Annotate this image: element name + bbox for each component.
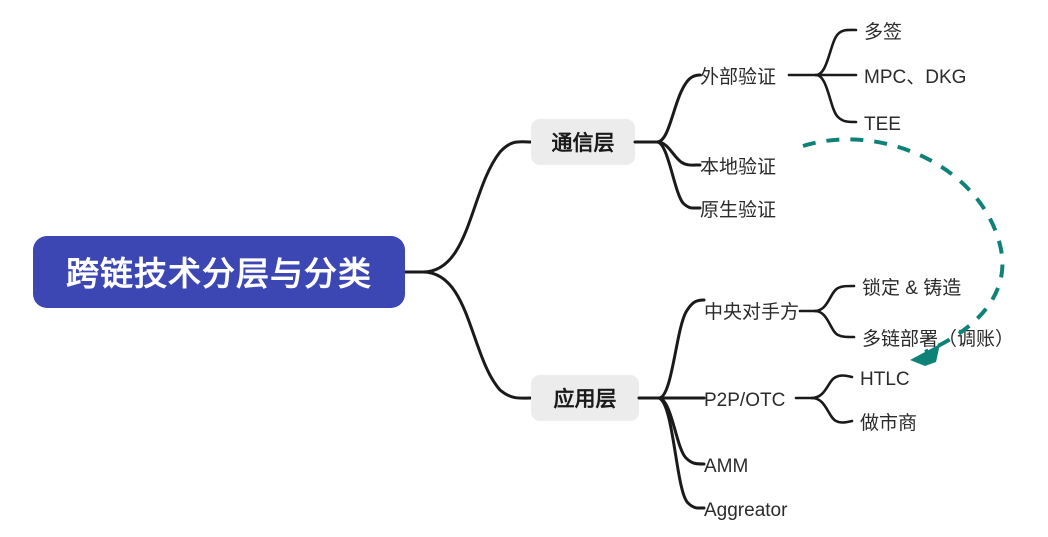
connector-ccp-to-multichain [813,309,856,339]
connector-root-to-comm [421,140,533,274]
communication-layer-connectors [633,73,702,210]
connector-external-to-multisig [814,28,858,77]
node-p2p-otc[interactable]: P2P/OTC [704,390,785,411]
node-mpc-dkg[interactable]: MPC、DKG [864,67,966,88]
connector-comm-to-native [655,140,702,210]
node-central-counterparty[interactable]: 中央对手方 [704,301,799,323]
connector-comm-to-external [655,73,702,144]
p2p-otc-connectors [794,374,854,424]
node-aggreator[interactable]: Aggreator [704,500,788,521]
root-node[interactable]: 跨链技术分层与分类 [33,236,405,308]
central-counterparty-connectors [798,284,856,339]
dashed-arrow-annotation [802,137,1005,366]
connector-app-to-amm [657,396,706,466]
node-multichain-deployment[interactable]: 多链部署（调账） [862,328,1014,350]
node-native-verification[interactable]: 原生验证 [700,199,776,221]
connector-comm-to-local [655,140,702,167]
connector-root-to-app [421,270,533,400]
node-market-maker[interactable]: 做市商 [860,412,917,434]
root-node-box[interactable] [33,236,405,308]
connector-p2p-to-marketmaker [810,396,854,424]
root-connectors [403,140,533,400]
dashed-arrow-curve [802,137,1005,354]
branch-node-communication-layer[interactable]: 通信层 [531,119,635,165]
node-external-verification[interactable]: 外部验证 [700,66,776,88]
connector-app-to-ccp [657,298,706,400]
node-multisig[interactable]: 多签 [864,21,902,43]
node-tee[interactable]: TEE [864,114,901,135]
node-htlc[interactable]: HTLC [860,369,910,390]
application-layer-box[interactable] [531,375,639,421]
node-amm[interactable]: AMM [704,456,748,477]
connector-external-to-tee [814,73,858,124]
connector-ccp-to-lockmint [813,284,856,313]
dashed-arrow-head [910,344,940,366]
communication-layer-box[interactable] [531,119,635,165]
branch-node-application-layer[interactable]: 应用层 [531,375,639,421]
root-node-label: 跨链技术分层与分类 [66,255,372,292]
connector-p2p-to-htlc [810,374,854,400]
external-verification-connectors [787,28,858,124]
connector-app-to-aggreator [657,396,706,510]
node-lock-and-mint[interactable]: 锁定 & 铸造 [862,277,961,299]
application-layer-label: 应用层 [554,387,617,411]
node-local-verification[interactable]: 本地验证 [700,156,776,178]
application-layer-connectors [637,298,706,510]
communication-layer-label: 通信层 [552,131,615,155]
